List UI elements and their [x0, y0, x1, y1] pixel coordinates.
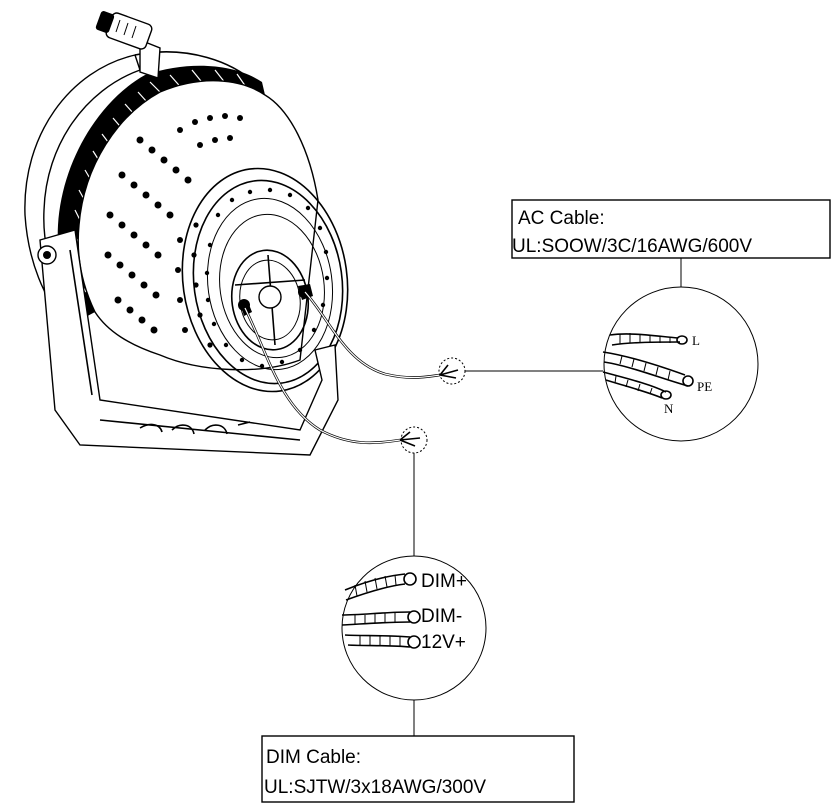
dim-cable-title: DIM Cable:: [266, 747, 361, 768]
ac-cable-line: [304, 291, 466, 385]
dim-cable-label-box: DIM Cable: UL:SJTW/3x18AWG/300V: [261, 735, 575, 803]
dim-wire-detail: DIM+ DIM- 12V+: [341, 555, 487, 701]
dim-cable-spec: UL:SJTW/3x18AWG/300V: [264, 777, 486, 798]
ac-wire-label-n: N: [664, 401, 674, 416]
ac-cable-label-box: AC Cable: UL:SOOW/3C/16AWG/600V: [511, 199, 831, 259]
heat-sink-fins: [57, 65, 265, 320]
dim-wire-label-dim-minus: DIM-: [421, 606, 462, 627]
ac-wire-label-l: L: [692, 333, 700, 348]
ac-wire-label-pe: PE: [697, 379, 712, 394]
body-vent-holes: [104, 113, 330, 369]
dim-wire-label-12v-plus: 12V+: [421, 632, 466, 653]
top-mount-knob: [95, 11, 161, 79]
ac-cable-title: AC Cable:: [518, 208, 605, 229]
ac-cable-spec: UL:SOOW/3C/16AWG/600V: [512, 236, 752, 257]
dim-wire-label-dim-plus: DIM+: [421, 571, 467, 592]
ac-wire-detail: L PE N: [602, 286, 759, 442]
yoke-slots: [139, 421, 251, 435]
flood-light-fixture: [24, 11, 349, 456]
